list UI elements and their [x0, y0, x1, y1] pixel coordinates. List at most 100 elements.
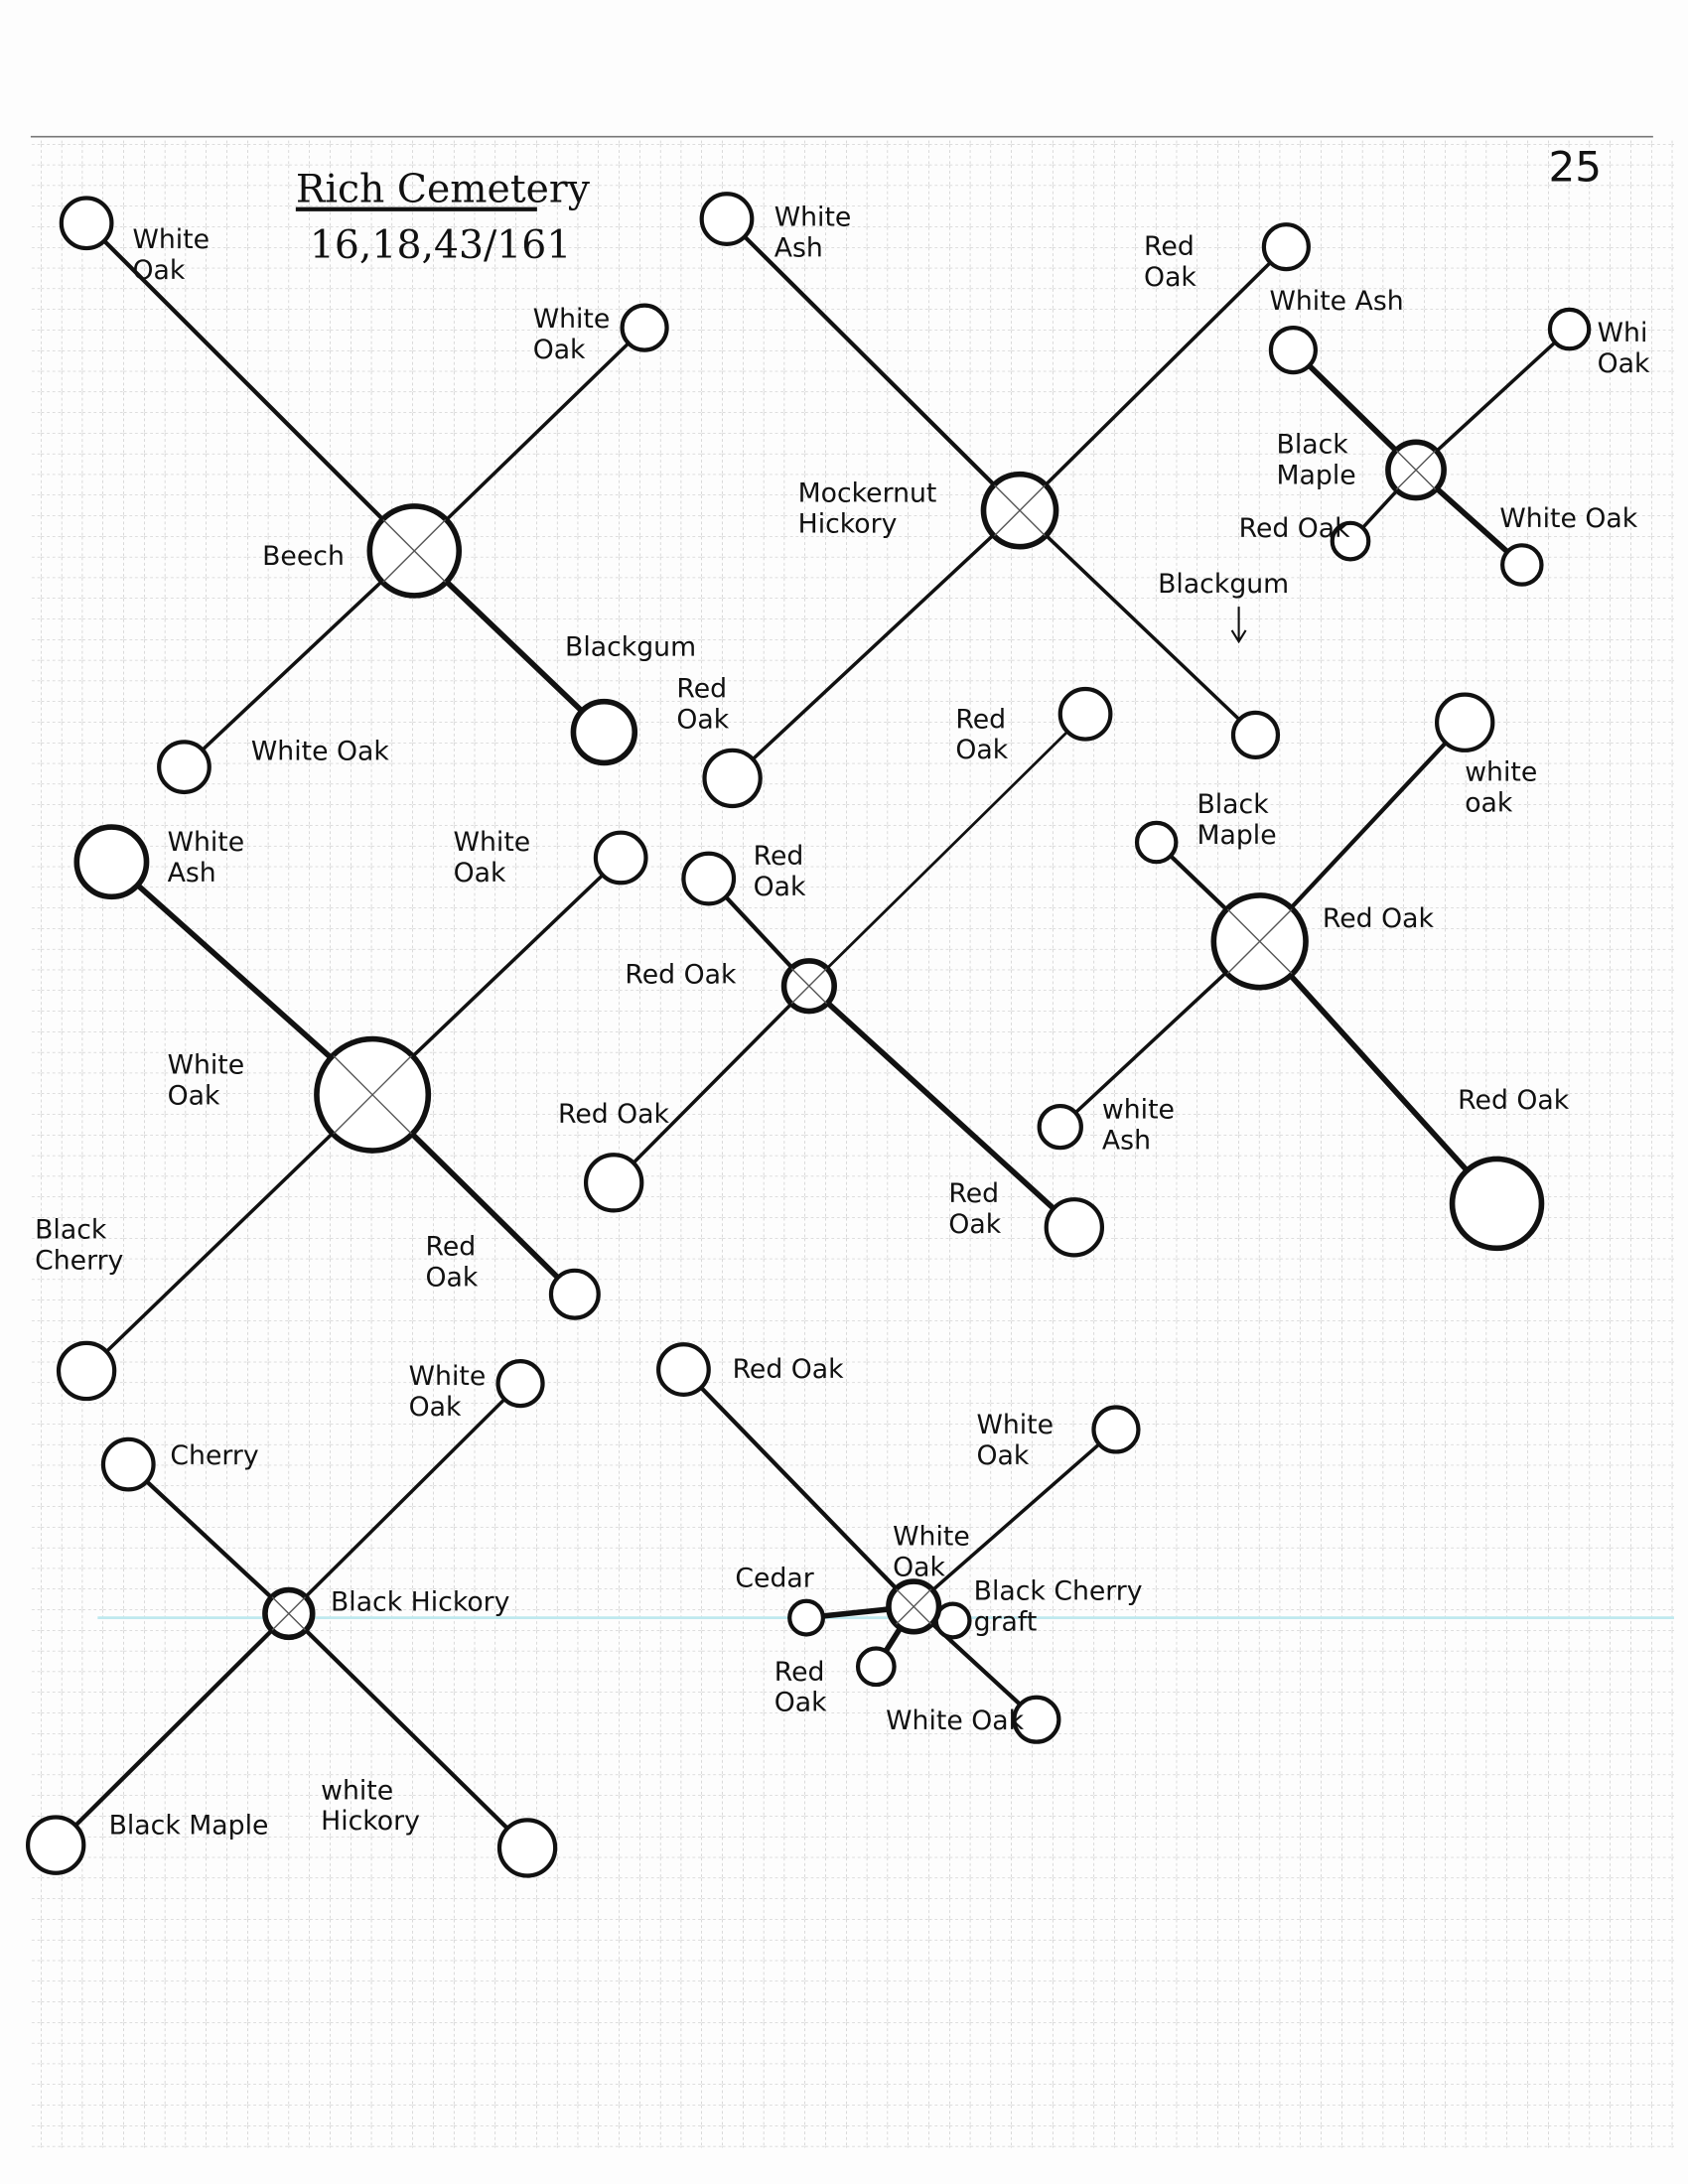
neighbor-tree-node	[1091, 1405, 1141, 1454]
neighbor-tree-label-line: Oak	[132, 255, 185, 286]
neighbor-tree-label-line: Red	[955, 704, 1006, 735]
center-tree-label-line: Oak	[168, 1081, 220, 1112]
neighbor-tree-label-line: graft	[974, 1606, 1038, 1637]
branch-line	[724, 216, 1023, 513]
neighbor-tree-label-line: White Oak	[251, 737, 389, 767]
neighbor-tree-label: White Oak	[886, 1706, 1024, 1736]
neighbor-tree-label-line: Red Oak	[733, 1354, 845, 1385]
neighbor-tree-label-line: White Ash	[1270, 286, 1404, 317]
neighbor-tree-label-line: Red	[948, 1178, 999, 1209]
center-hatch	[790, 968, 828, 1005]
center-tree-label-line: White	[893, 1522, 970, 1553]
neighbor-tree-label: Cedar	[735, 1564, 813, 1594]
neighbor-tree-node	[583, 1153, 644, 1213]
neighbor-tree-label: Red Oak	[1239, 513, 1351, 544]
branch-line	[84, 220, 417, 554]
neighbor-tree-node	[1044, 1197, 1105, 1258]
neighbor-tree-label-line: White	[168, 827, 245, 858]
neighbor-tree-label-line: White	[533, 304, 611, 335]
neighbor-tree-node	[25, 1815, 86, 1875]
branch-line	[1018, 508, 1258, 738]
neighbor-tree-label-line: white	[1102, 1095, 1175, 1126]
center-tree-label-line: Black	[1277, 430, 1349, 461]
neighbor-tree-label-line: White	[976, 1410, 1054, 1440]
branch-line	[54, 1611, 291, 1847]
center-hatch	[1395, 450, 1437, 490]
center-tree-label-line: Mockernut	[798, 478, 937, 509]
neighbor-tree-node	[656, 1342, 711, 1397]
neighbor-tree-label-line: Oak	[676, 704, 729, 735]
neighbor-tree-node	[1547, 307, 1592, 351]
neighbor-tree-label: Black Maple	[109, 1810, 269, 1841]
neighbor-tree-node	[593, 830, 648, 886]
neighbor-tree-node	[787, 1598, 826, 1637]
neighbor-tree-label-line: Cherry	[170, 1440, 258, 1471]
neighbor-tree-label-line: Cherry	[35, 1245, 123, 1276]
center-tree-label-line: Red Oak	[1323, 903, 1435, 934]
graph-paper-grid	[30, 139, 1674, 2148]
neighbor-tree-label-line: Red Oak	[1458, 1085, 1570, 1116]
neighbor-tree-node	[1449, 1156, 1545, 1252]
neighbor-tree-label: White Ash	[1270, 286, 1404, 317]
page-number: 25	[1549, 143, 1603, 192]
branch-line	[681, 1367, 916, 1609]
neighbor-tree-label-line: white	[1465, 757, 1537, 788]
branch-line	[1257, 720, 1468, 944]
neighbor-tree-label-line: oak	[1465, 788, 1513, 819]
center-tree-label-line: Maple	[1277, 460, 1356, 490]
neighbor-tree-node	[620, 303, 669, 352]
center-tree-label-line: Hickory	[798, 509, 898, 540]
neighbor-tree-label-line: White	[774, 203, 852, 233]
branch-line	[412, 326, 646, 553]
neighbor-tree-label-line: Cedar	[735, 1564, 813, 1594]
center-tree-label-line: Red Oak	[625, 959, 737, 990]
neighbor-tree-label-line: White Oak	[886, 1706, 1024, 1736]
center-tree-label-line: Beech	[262, 541, 345, 572]
neighbor-tree-node	[59, 196, 114, 251]
neighbor-tree-node	[495, 1359, 545, 1409]
branch-line	[912, 1428, 1118, 1609]
neighbor-tree-label-line: Oak	[1598, 348, 1650, 379]
neighbor-tree-label-line: Oak	[976, 1440, 1029, 1471]
neighbor-tree-label: Red Oak	[1458, 1085, 1570, 1116]
neighbor-tree-node	[1268, 326, 1318, 375]
branch-line	[84, 1093, 374, 1373]
neighbor-tree-node	[100, 1436, 156, 1492]
neighbor-tree-label-line: White	[454, 827, 531, 858]
neighbor-tree-label-line: Oak	[955, 735, 1008, 765]
neighbor-tree-label-line: Red Oak	[558, 1099, 670, 1130]
branch-line	[286, 1611, 530, 1850]
neighbor-tree-node	[1134, 820, 1179, 865]
neighbor-tree-label-line: Oak	[1144, 262, 1196, 293]
center-tree-label-line: Oak	[893, 1552, 945, 1582]
neighbor-tree-label-line: Red	[676, 673, 727, 704]
neighbor-tree-label: White Oak	[251, 737, 389, 767]
neighbor-tree-label-line: White	[132, 224, 210, 255]
center-hatch	[896, 1588, 932, 1625]
neighbor-tree-label-line: Black Maple	[109, 1810, 269, 1841]
center-hatch	[993, 484, 1047, 537]
branch-line	[612, 984, 811, 1185]
neighbor-tree-label-line: Red	[754, 841, 804, 872]
neighbor-tree-label-line: Oak	[426, 1262, 479, 1293]
